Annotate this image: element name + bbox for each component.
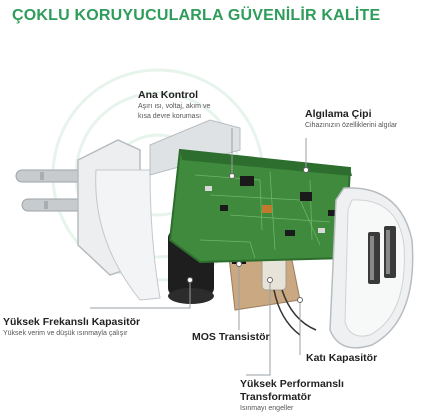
- mos-transistor-heading: MOS Transistör: [192, 331, 270, 343]
- label-yuksek-performansli: Yüksek Performanslı Transformatör Isınma…: [240, 378, 344, 414]
- page-title: ÇOKLU KORUYUCULARLA GÜVENİLİR KALİTE: [12, 7, 381, 24]
- yuksek-performansli-heading-2: Transformatör: [240, 391, 312, 403]
- usb-front-face: [329, 187, 414, 349]
- kati-kapasitor-heading: Katı Kapasitör: [306, 352, 378, 364]
- algilama-cipi-heading: Algılama Çipi: [305, 108, 372, 120]
- ana-kontrol-heading: Ana Kontrol: [138, 89, 199, 101]
- callout-frekansli: [90, 280, 191, 309]
- pcb-board: [168, 148, 352, 264]
- callout-performansli: [246, 280, 271, 376]
- label-algilama-cipi: Algılama Çipi Cihazınızın özelliklerini …: [305, 108, 397, 131]
- label-ana-kontrol: Ana Kontrol Aşırı ısı, voltaj, akım ve k…: [138, 89, 210, 122]
- ana-kontrol-desc-2: kısa devre koruması: [138, 113, 202, 120]
- yuksek-frekansli-heading: Yüksek Frekanslı Kapasitör: [3, 316, 141, 328]
- callout-lines: [90, 128, 309, 376]
- yuksek-frekansli-desc: Yüksek verim ve düşük ısınmayla çalışır: [3, 330, 128, 337]
- plug-pins: [15, 169, 87, 212]
- yuksek-performansli-desc: Isınmayı engeller: [240, 405, 294, 412]
- label-yuksek-frekansli: Yüksek Frekanslı Kapasitör Yüksek verim …: [3, 316, 140, 339]
- label-kati-kapasitor: Katı Kapasitör: [306, 352, 377, 365]
- algilama-cipi-desc: Cihazınızın özelliklerini algılar: [305, 122, 398, 129]
- label-mos-transistor: MOS Transistör: [192, 331, 270, 344]
- charger-housing: [77, 119, 241, 301]
- yuksek-performansli-heading-1: Yüksek Performanslı: [240, 378, 344, 390]
- ana-kontrol-desc-1: Aşırı ısı, voltaj, akım ve: [138, 103, 211, 110]
